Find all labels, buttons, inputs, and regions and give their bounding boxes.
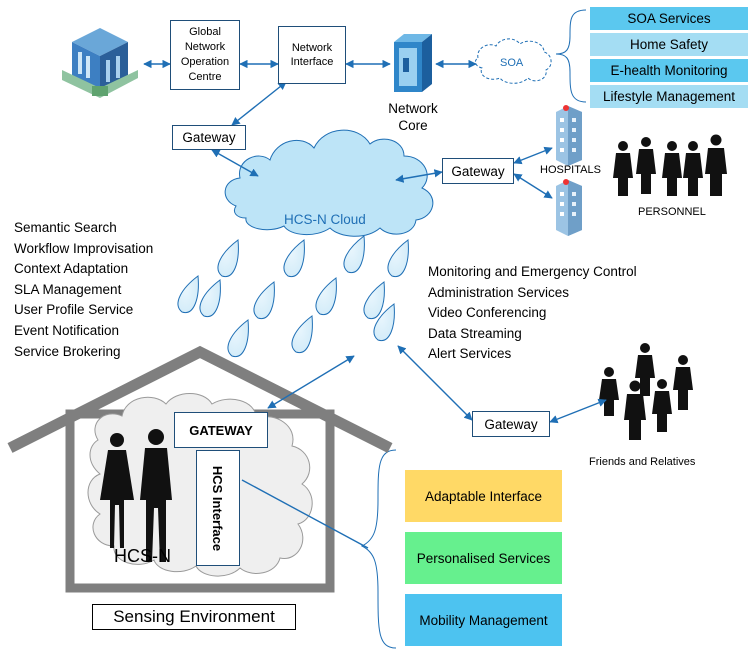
soa-service-item: E-health Monitoring bbox=[589, 58, 749, 83]
cloud-service-item: Workflow Improvisation bbox=[14, 240, 154, 256]
hospital-building-icon bbox=[556, 105, 582, 166]
personnel-label: PERSONNEL bbox=[638, 206, 706, 218]
friends-silhouettes bbox=[599, 343, 693, 440]
application-service-item: Administration Services bbox=[428, 284, 570, 300]
hcs-interface-box: HCS Interface bbox=[196, 450, 240, 566]
application-service-item: Monitoring and Emergency Control bbox=[428, 264, 637, 279]
hospital-building-icon bbox=[556, 179, 582, 236]
application-service-item: Video Conferencing bbox=[428, 305, 547, 321]
soa-services-brace bbox=[555, 9, 587, 103]
global-network-operation-centre-box: Global Network Operation Centre bbox=[170, 20, 240, 90]
personnel-silhouettes bbox=[613, 134, 727, 196]
cloud-service-item: User Profile Service bbox=[14, 302, 134, 318]
gateway-hospital-box: Gateway bbox=[442, 158, 514, 184]
feature-box-personalised-services: Personalised Services bbox=[405, 532, 562, 584]
application-service-item: Data Streaming bbox=[428, 325, 522, 341]
network-core-label: Network Core bbox=[388, 101, 438, 133]
raindrops bbox=[177, 235, 409, 358]
soa-service-item: Home Safety bbox=[589, 32, 749, 57]
data-centre-icon bbox=[62, 28, 138, 98]
hcs-n-cloud-shape bbox=[224, 129, 434, 237]
cloud-service-item: Service Brokering bbox=[14, 343, 121, 359]
hcs-n-user-silhouettes bbox=[100, 429, 172, 562]
soa-service-item: Lifestyle Management bbox=[589, 84, 749, 109]
hcs-interface-label: HCS Interface bbox=[210, 465, 226, 551]
cloud-service-item: Semantic Search bbox=[14, 220, 117, 235]
cloud-services-list: Semantic Search Workflow Improvisation C… bbox=[14, 218, 153, 362]
soa-cloud-shape bbox=[474, 38, 552, 84]
network-core-server-icon bbox=[394, 34, 432, 92]
gateway-top-box: Gateway bbox=[172, 125, 246, 150]
network-interface-box: Network Interface bbox=[278, 26, 346, 84]
soa-label: SOA bbox=[500, 57, 524, 69]
features-brace bbox=[360, 449, 397, 649]
house-gateway-box: GATEWAY bbox=[174, 412, 268, 448]
friends-and-relatives-label: Friends and Relatives bbox=[589, 456, 696, 468]
application-services-list: Monitoring and Emergency Control Adminis… bbox=[428, 262, 637, 365]
hcs-n-cloud-label: HCS-N Cloud bbox=[284, 212, 366, 227]
feature-box-mobility-management: Mobility Management bbox=[405, 594, 562, 646]
cloud-service-item: Context Adaptation bbox=[14, 261, 129, 277]
cloud-service-item: SLA Management bbox=[14, 281, 122, 297]
soa-service-item: SOA Services bbox=[589, 6, 749, 31]
connectors bbox=[143, 59, 607, 549]
hcs-n-label: HCS-N bbox=[114, 546, 171, 566]
cloud-service-item: Event Notification bbox=[14, 322, 120, 338]
hospitals-label: HOSPITALS bbox=[540, 164, 601, 176]
sensing-environment-box: Sensing Environment bbox=[92, 604, 296, 630]
feature-box-adaptable-interface: Adaptable Interface bbox=[405, 470, 562, 522]
application-service-item: Alert Services bbox=[428, 346, 512, 362]
gateway-friends-box: Gateway bbox=[472, 411, 550, 437]
